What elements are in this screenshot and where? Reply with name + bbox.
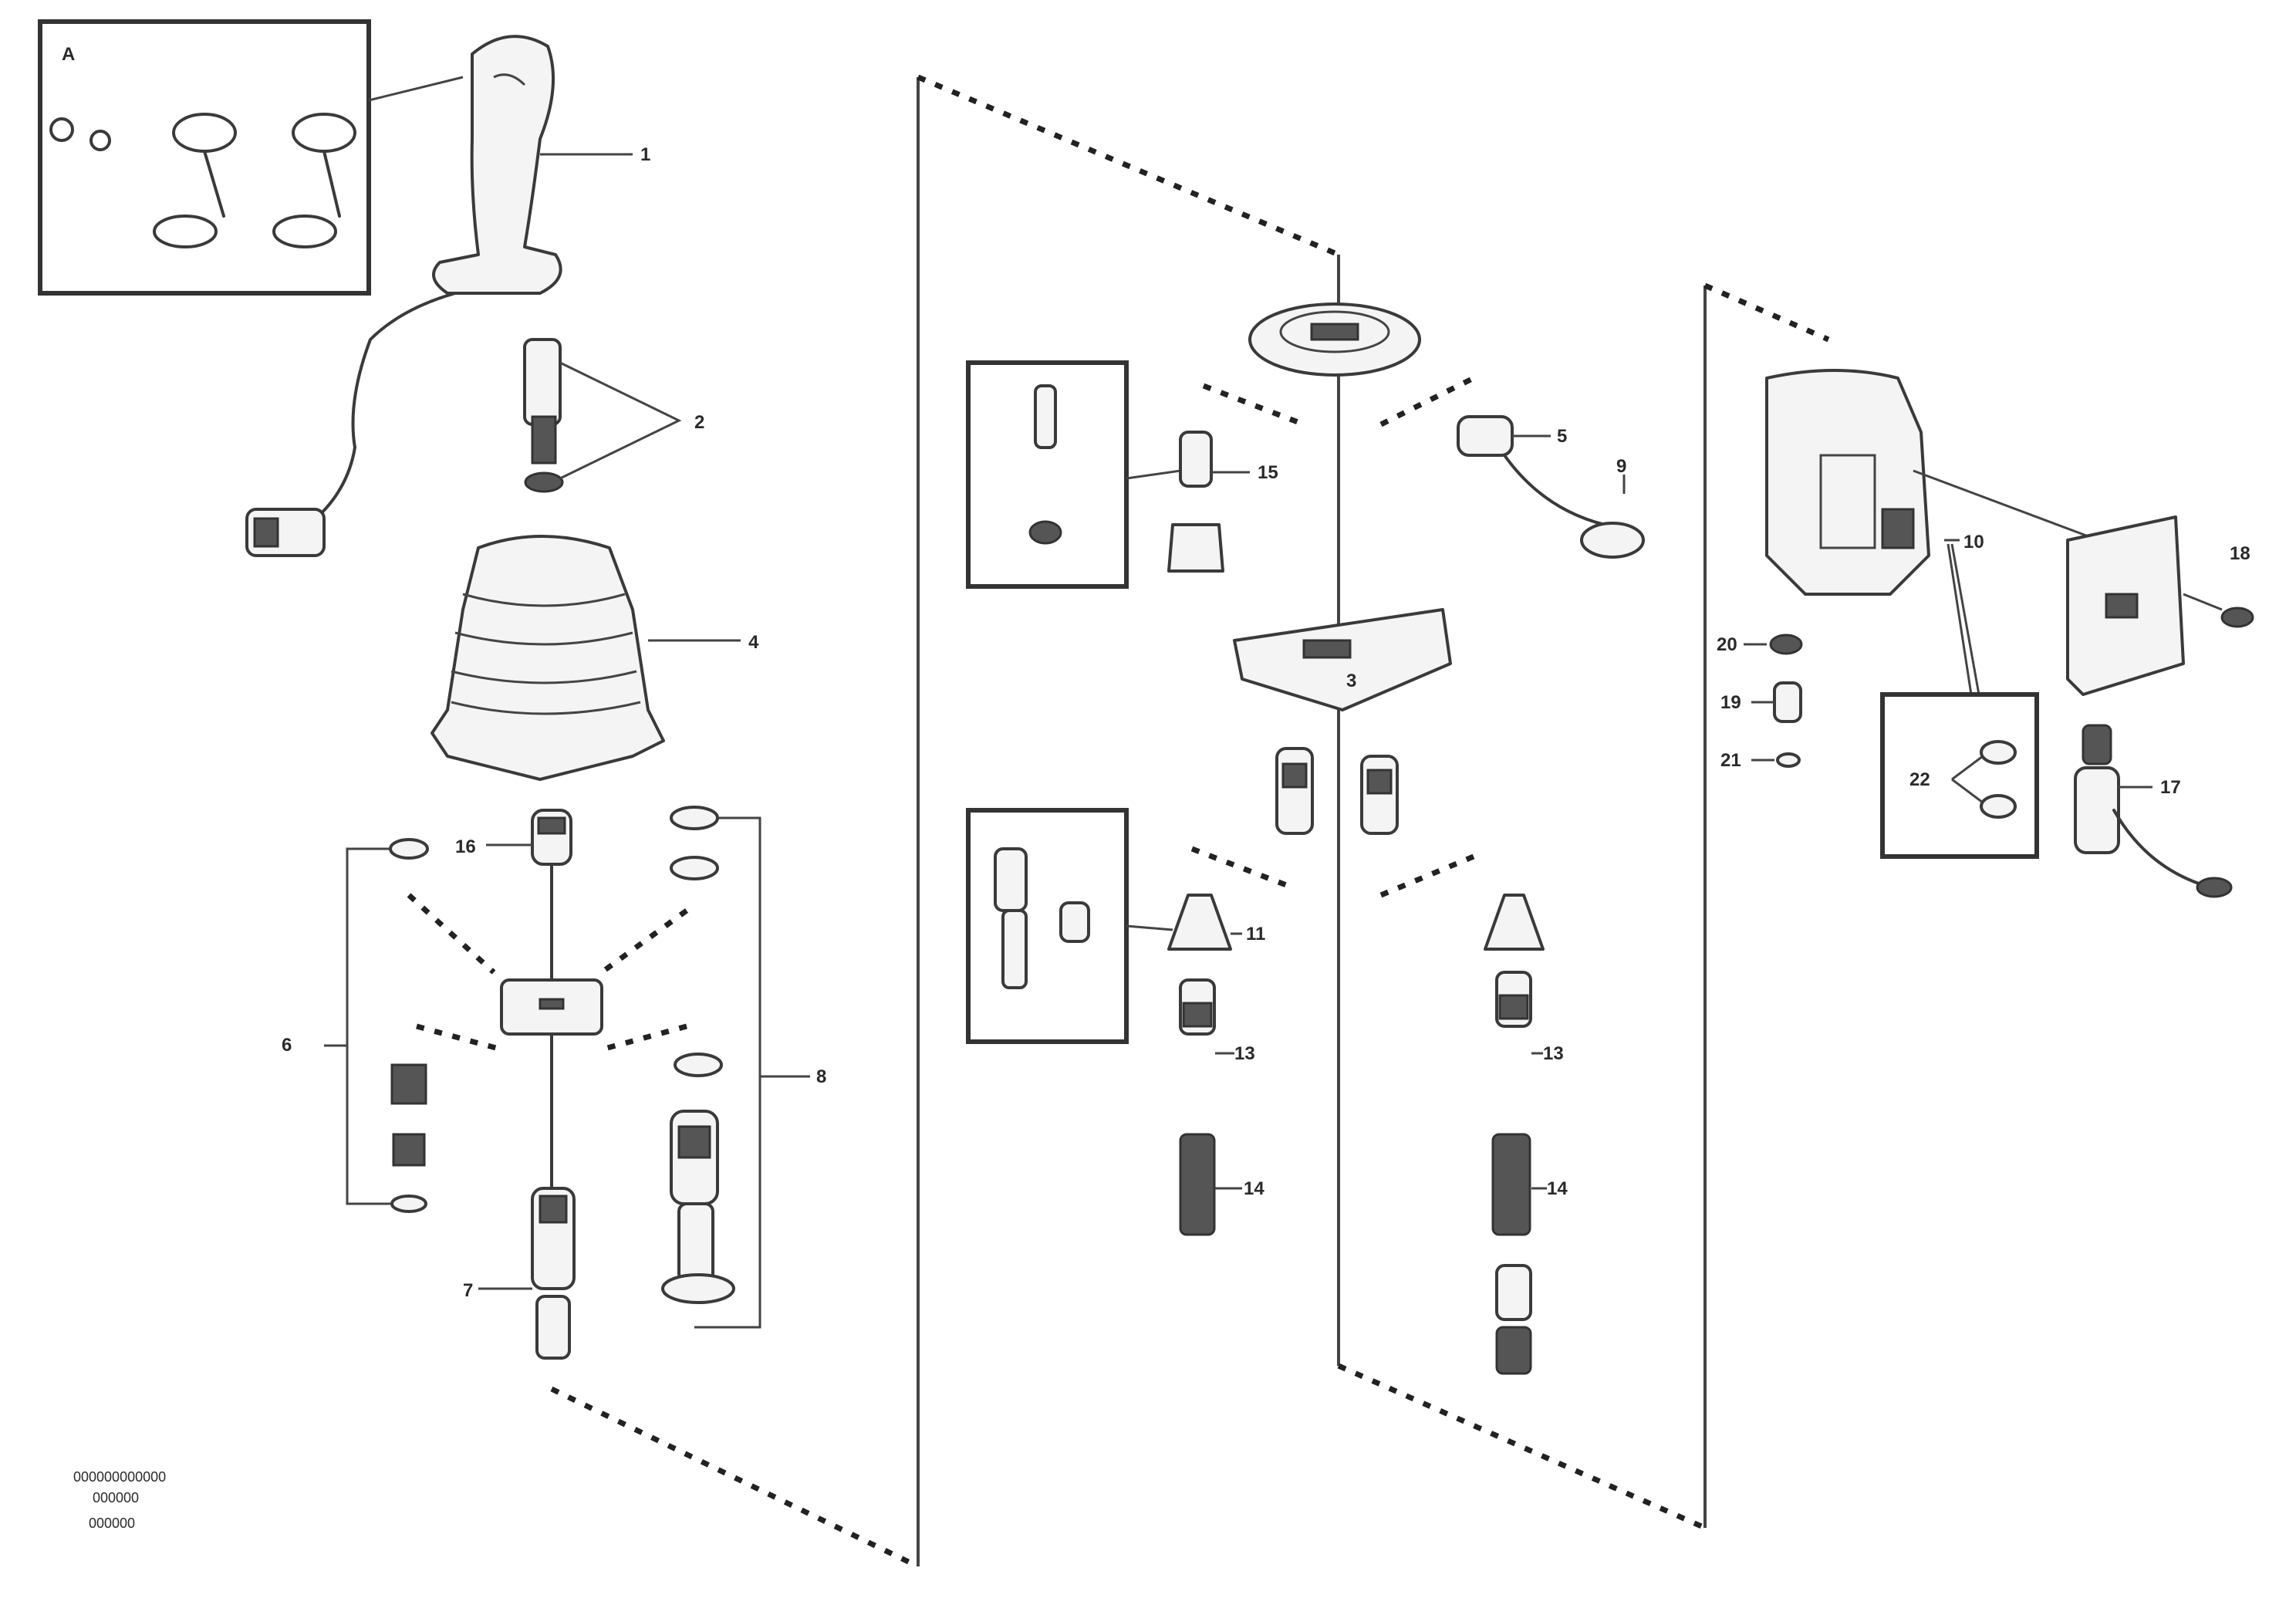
push-rods-item-2: 2 — [523, 338, 704, 493]
label-11: 11 — [1246, 924, 1265, 944]
right-bracket: 8 — [661, 806, 826, 1329]
label-14b: 14 — [1547, 1178, 1568, 1199]
label-18a: 18 — [2230, 543, 2250, 564]
part-15: 15 — [1167, 431, 1278, 573]
label-3: 3 — [1346, 671, 1356, 691]
label-2: 2 — [694, 412, 704, 433]
cartridge-pair — [1190, 747, 1475, 898]
right-frame — [1703, 282, 1830, 1528]
label-15: 15 — [1258, 462, 1278, 483]
inset-box-lower — [966, 808, 1173, 1044]
stack-19-21: 20 19 21 — [1717, 634, 1803, 771]
label-13b: 13 — [1543, 1043, 1564, 1064]
lower-cartridge: 7 — [463, 1187, 576, 1360]
control-housing: 10 — [1765, 369, 2099, 596]
label-20: 20 — [1717, 634, 1737, 655]
label-21: 21 — [1720, 750, 1741, 771]
grip-cable — [245, 292, 457, 557]
center-frame — [550, 74, 1707, 1570]
label-1: 1 — [640, 144, 650, 165]
inset-a-letter: A — [62, 44, 75, 65]
center-plate-left — [407, 893, 689, 1053]
joystick-grip: 1 — [432, 35, 650, 295]
upper-disk — [1202, 302, 1475, 427]
left-column-parts: 11 13 14 — [1167, 894, 1265, 1236]
middle-plate: 3 — [1233, 608, 1452, 711]
left-bracket: 6 — [282, 838, 429, 1213]
label-14a: 14 — [1244, 1178, 1264, 1199]
label-13a: 13 — [1234, 1043, 1255, 1064]
label-5: 5 — [1557, 426, 1567, 447]
inset-box-right: 22 — [1880, 543, 2039, 859]
caption-line-3: 000000 — [89, 1516, 135, 1531]
label-22: 22 — [1909, 769, 1930, 790]
label-16a: 16 — [455, 836, 476, 857]
label-17: 17 — [2160, 777, 2181, 798]
sensor-item-17: 17 — [2074, 724, 2233, 898]
label-4: 4 — [748, 632, 759, 653]
inset-a-box: A — [38, 19, 464, 296]
label-19: 19 — [1720, 692, 1741, 713]
label-10: 10 — [1963, 532, 1984, 552]
label-7: 7 — [463, 1280, 473, 1301]
rubber-boot: 4 — [430, 535, 759, 781]
caption-line-1: 000000000000 — [73, 1469, 166, 1485]
label-6: 6 — [282, 1035, 292, 1056]
right-column-parts: 13 14 — [1484, 894, 1568, 1375]
label-8: 8 — [816, 1066, 826, 1087]
caption-line-2: 000000 — [93, 1490, 139, 1505]
sensor-item-5: 5 9 — [1457, 415, 1645, 559]
module-block: 18 — [2066, 515, 2254, 696]
label-9: 9 — [1616, 456, 1626, 477]
inset-box-upper — [966, 360, 1181, 589]
drawing-caption: 000000000000 000000 000000 — [73, 1469, 166, 1531]
